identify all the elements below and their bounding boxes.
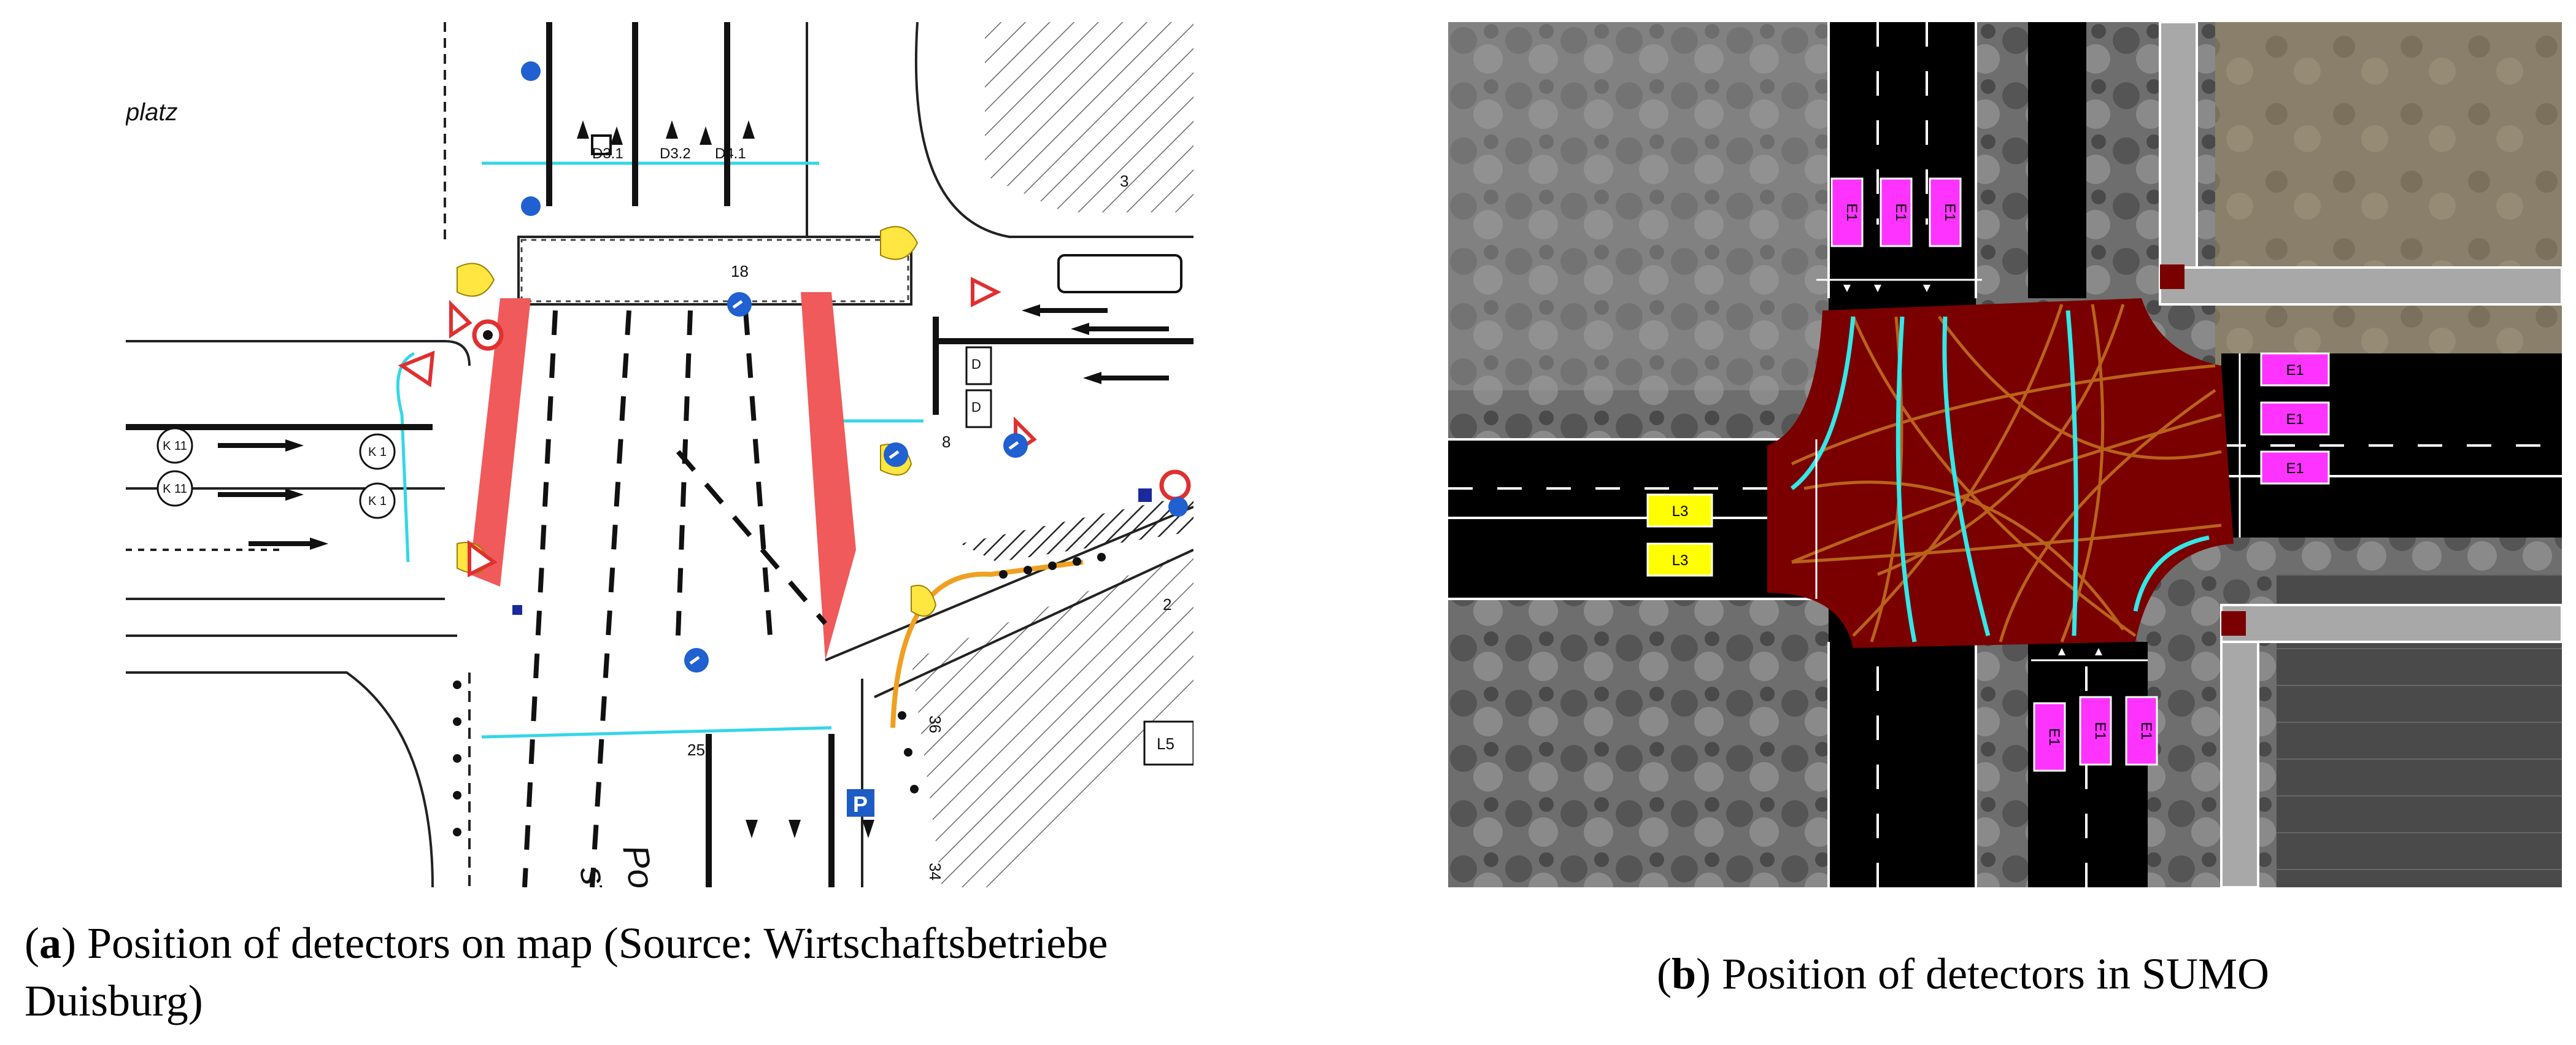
street-label-pos: Pos [615, 842, 665, 887]
detector-group-east: E1 E1 E1 [2260, 352, 2330, 485]
street-label-stra: stra [572, 863, 622, 887]
detector-label-k1: K 1 [368, 495, 387, 508]
caption-letter: b [1671, 949, 1697, 998]
marker-34: 34 [926, 863, 944, 881]
detector-label: E1 [1892, 203, 1909, 221]
detector-e1[interactable] [1830, 177, 1864, 247]
detector-label: E1 [2092, 722, 2108, 739]
crosswalk-north [517, 236, 912, 306]
signal-number-25: 25 [687, 741, 705, 759]
road-north-south-right [2028, 22, 2086, 298]
figure-caption-a: (a) Position of detectors on map (Source… [25, 919, 1108, 1025]
detector-l3[interactable] [1646, 493, 1713, 528]
lane-label-d32: D3.2 [660, 145, 691, 162]
corner-label-l5: L5 [1157, 735, 1174, 753]
box-label-d: D [971, 399, 981, 415]
detector-group-north: E1 E1 E1 [1830, 177, 1962, 247]
caption-letter: a [39, 919, 61, 968]
caption-text: Position of detectors in SUMO [1722, 949, 2269, 998]
lane-label-d31: D3.1 [592, 145, 623, 162]
hatched-area-top-right [985, 22, 1194, 212]
detector-label: E1 [2286, 362, 2304, 379]
detector-group-south: E1 E1 E1 [2033, 696, 2158, 772]
detector-group-west: L3 L3 [1646, 493, 1713, 577]
detector-label: E1 [1843, 203, 1860, 221]
signal-number-8: 8 [942, 433, 951, 451]
detector-label-k11: K 11 [163, 439, 187, 453]
hatched-area-bottom-right [911, 550, 1194, 887]
marker-2: 2 [1163, 595, 1171, 614]
detector-circle [359, 482, 396, 519]
detector-label: E1 [2286, 460, 2304, 477]
detector-circle [156, 470, 193, 507]
red-island-right [801, 292, 856, 660]
sumo-junction [1767, 298, 2234, 648]
detector-e1[interactable] [2260, 352, 2330, 387]
detector-e1[interactable] [1880, 177, 1913, 247]
parking-sign [847, 789, 874, 817]
detector-label-k1: K 1 [368, 445, 387, 459]
detector-e1[interactable] [2125, 696, 2158, 766]
detector-label: L3 [1672, 503, 1689, 520]
detector-e1[interactable] [2033, 702, 2066, 772]
detector-circle [156, 427, 193, 464]
detector-circle [359, 433, 396, 470]
marker-3: 3 [1120, 172, 1128, 190]
detector-label: E1 [2046, 728, 2062, 746]
parking-sign-label: P [853, 792, 868, 817]
island-hatch [960, 495, 1194, 562]
detector-e1[interactable] [2260, 450, 2330, 485]
detector-e1[interactable] [2260, 401, 2330, 436]
red-island-left [469, 298, 531, 587]
detector-label-k11: K 11 [163, 482, 187, 496]
marker-36: 36 [926, 715, 944, 733]
lane-label-d41: D4.1 [715, 145, 746, 162]
detector-l3[interactable] [1646, 542, 1713, 577]
box-label-d: D [971, 357, 981, 372]
detector-e1[interactable] [2079, 696, 2112, 766]
detector-label: E1 [2138, 722, 2154, 739]
map-place-label: platz [126, 99, 178, 126]
caption-text: Position of detectors on map (Source: Wi… [25, 919, 1108, 1025]
detector-label: L3 [1672, 552, 1689, 569]
panel-b-sumo: E1 E1 E1 E1 E1 E1 E1 E1 E1 L3 L3 [1448, 22, 2562, 887]
detector-label: E1 [1942, 203, 1958, 221]
detector-label: E1 [2286, 411, 2304, 428]
map-drawing: D3.1 D3.2 D4.1 [126, 22, 1194, 887]
detector-e1[interactable] [1929, 177, 1962, 247]
sumo-drawing: E1 E1 E1 E1 E1 E1 E1 E1 E1 L3 L3 [1448, 22, 2562, 887]
signal-number-18: 18 [731, 262, 749, 280]
panel-a-map: D3.1 D3.2 D4.1 [126, 22, 1194, 887]
figure-caption-b: (b) Position of detectors in SUMO [1657, 949, 2269, 998]
